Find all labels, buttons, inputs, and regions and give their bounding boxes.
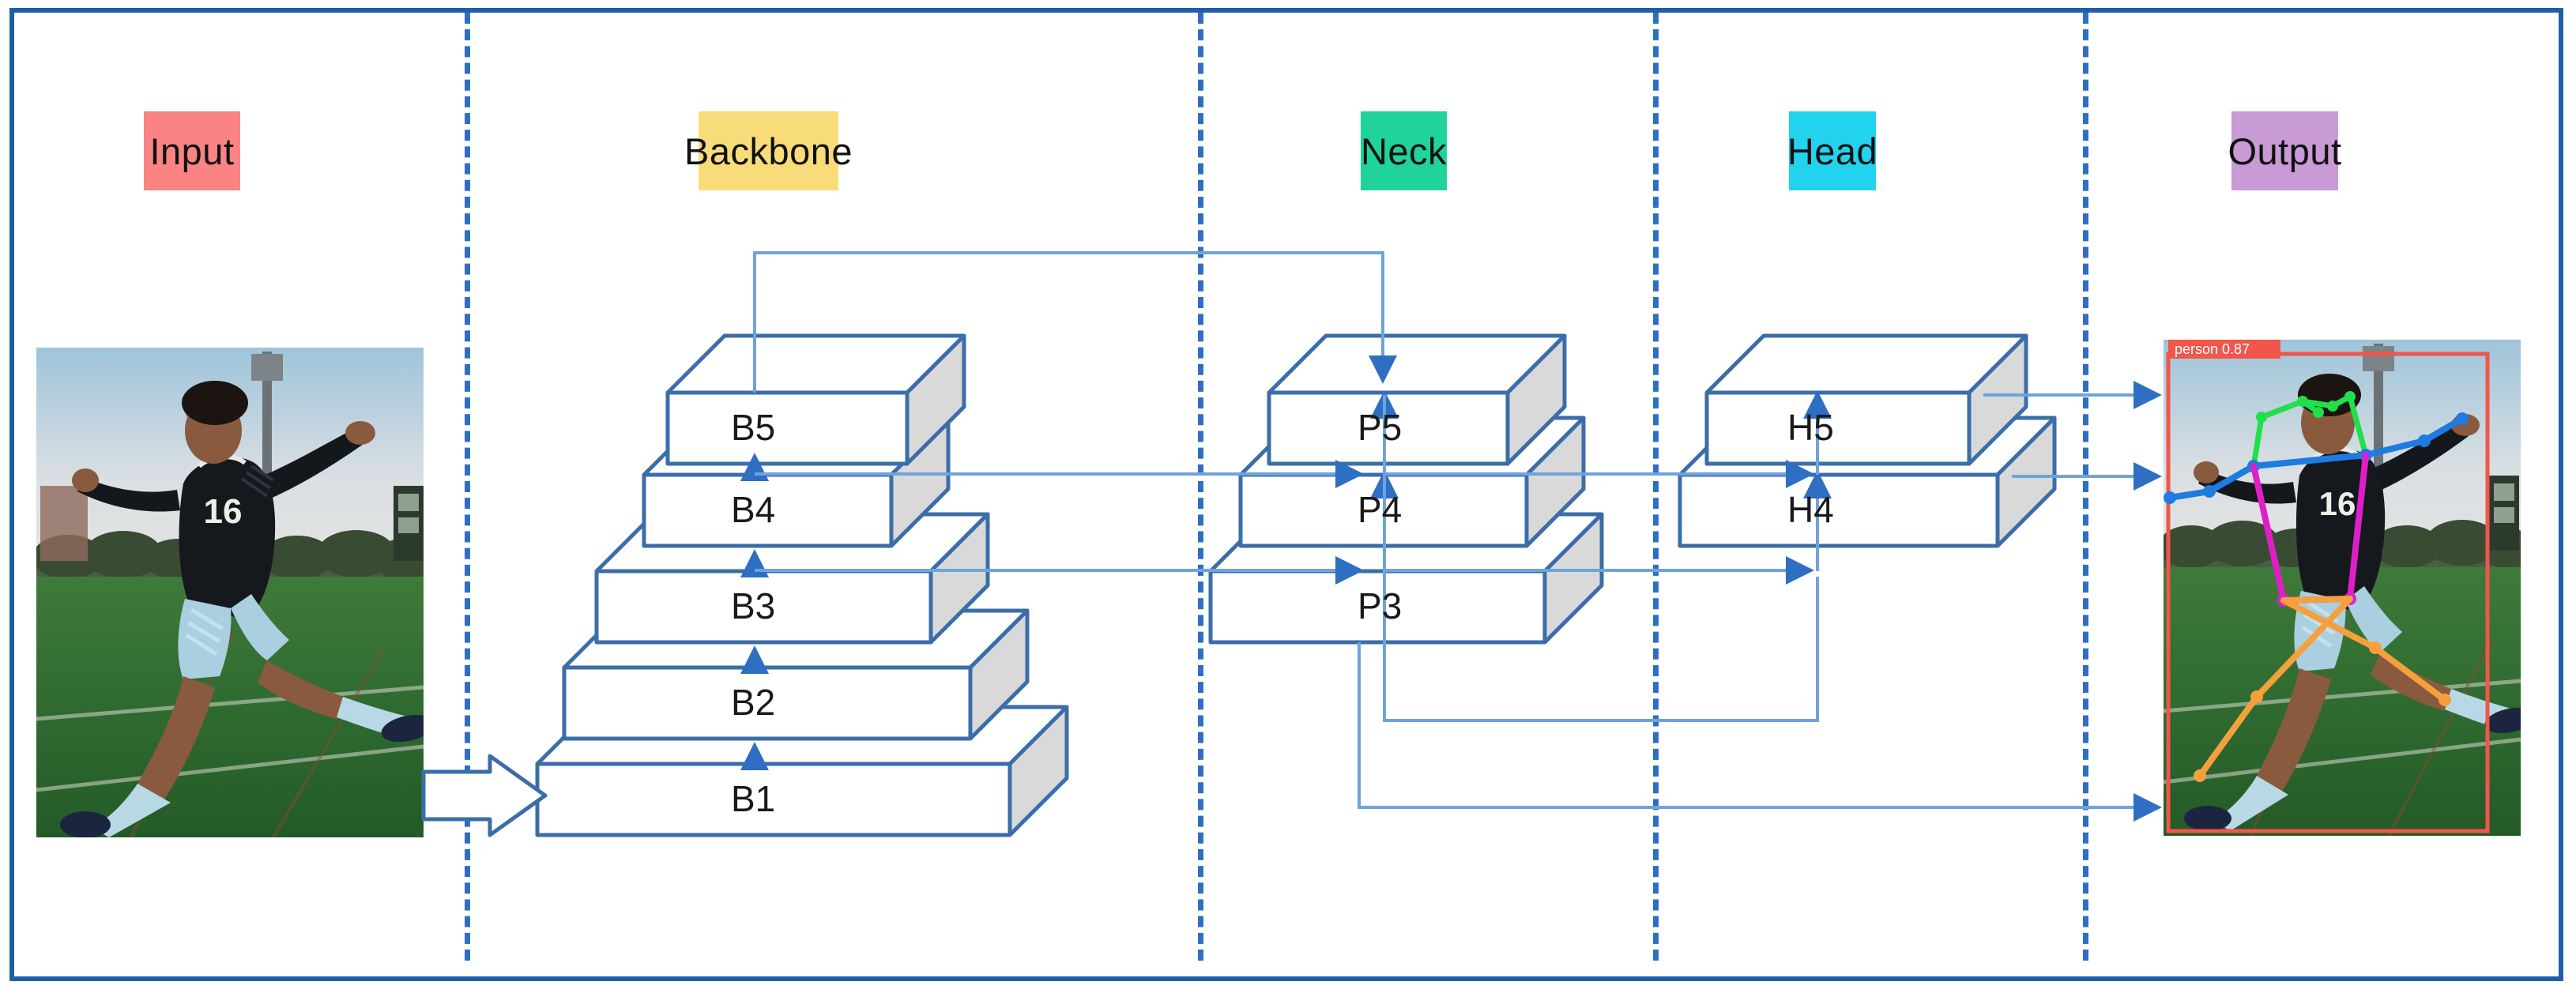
stage-chip-neck: Neck [1361,111,1447,190]
stage-chip-backbone: Backbone [684,111,853,190]
backbone-label-B1: B1 [731,778,776,819]
svg-text:16: 16 [2319,485,2356,522]
stage-label-input: Input [149,130,235,172]
backbone-label-B5: B5 [731,407,776,448]
divider-neck-head [1653,13,1659,961]
backbone-label-B4: B4 [731,489,776,530]
divider-head-output [2083,13,2088,961]
output-photo: 16 person 0.87 [2164,340,2521,836]
neck-label-P5: P5 [1358,407,1403,448]
stage-label-backbone: Backbone [684,130,853,172]
stage-chip-input: Input [144,111,240,190]
head-label-H4: H4 [1787,489,1834,530]
input-photo: 16 [36,348,424,837]
stage-chip-head: Head [1787,111,1878,190]
svg-text:person 0.87: person 0.87 [2175,341,2250,357]
divider-input-backbone [465,13,470,961]
head-label-H5: H5 [1787,407,1834,448]
backbone-label-B3: B3 [731,585,776,626]
stage-label-neck: Neck [1360,130,1448,172]
stage-label-head: Head [1787,130,1878,172]
neck-label-P4: P4 [1358,489,1403,530]
divider-backbone-neck [1198,13,1203,961]
neck-label-P3: P3 [1358,585,1403,626]
svg-text:16: 16 [204,492,243,531]
stage-chip-output: Output [2228,111,2342,190]
backbone-label-B2: B2 [731,682,776,723]
stage-label-output: Output [2228,130,2342,172]
